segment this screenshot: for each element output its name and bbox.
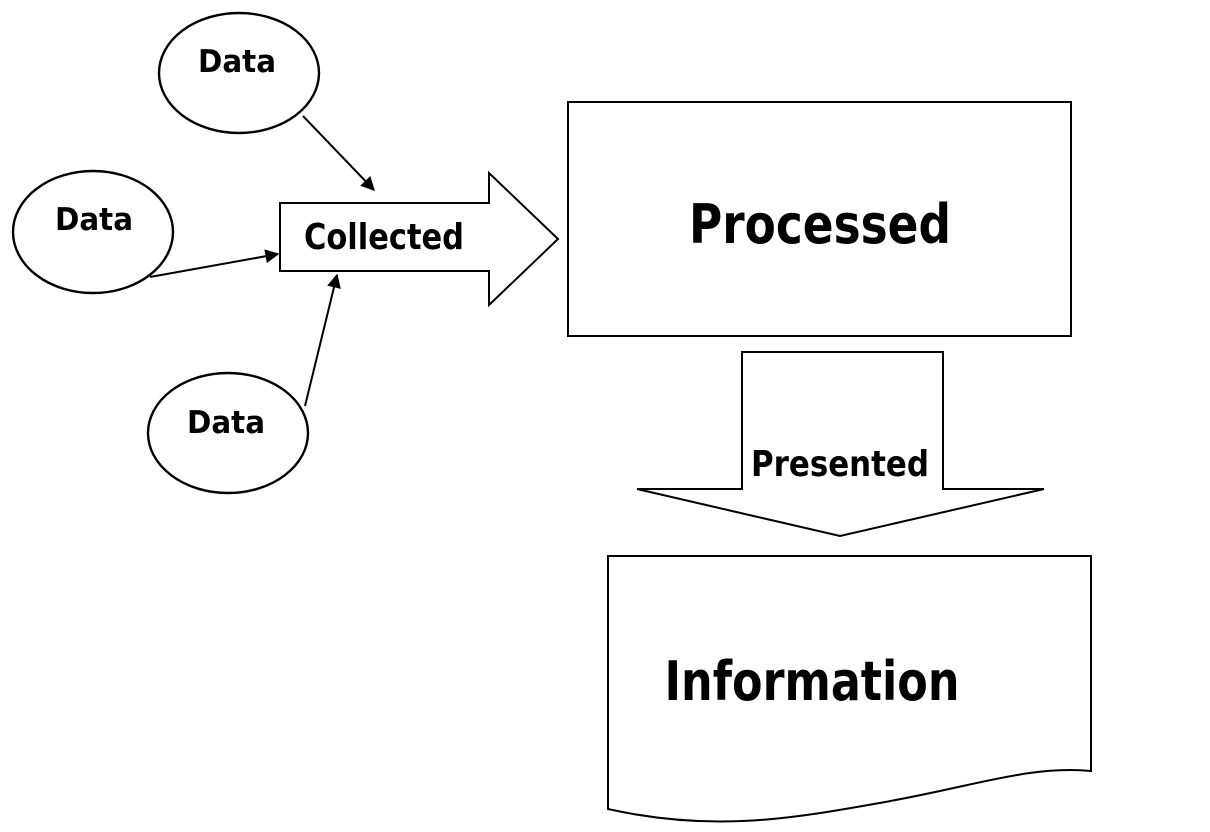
data-top-label: Data: [198, 44, 276, 80]
processed-label: Processed: [689, 193, 951, 256]
collected-label: Collected: [304, 217, 464, 258]
presented-down-arrow-shape: [636, 351, 1045, 538]
node-data-bottom: Data: [146, 371, 310, 495]
information-label: Information: [665, 650, 960, 713]
node-processed: Processed: [567, 101, 1072, 337]
data-top-ellipse-shape: [157, 11, 321, 135]
presented-label: Presented: [751, 444, 929, 485]
data-bottom-label: Data: [187, 405, 265, 441]
collected-right-arrow-shape: [279, 170, 560, 308]
node-data-top: Data: [157, 11, 321, 135]
connector-arrow-data-bottom-to-collected: [304, 273, 341, 407]
node-presented: Presented: [636, 351, 1045, 538]
node-information: Information: [607, 555, 1092, 823]
node-data-left: Data: [11, 169, 175, 295]
information-document-shape: [607, 555, 1092, 823]
data-left-label: Data: [55, 202, 133, 238]
node-collected: Collected: [279, 170, 560, 308]
connector-arrow-data-left-to-collected: [149, 249, 280, 278]
data-bottom-ellipse-shape: [146, 371, 310, 495]
processed-box-shape: [567, 101, 1072, 337]
data-left-ellipse-shape: [11, 169, 175, 295]
connector-arrow-data-top-to-collected: [302, 115, 375, 192]
